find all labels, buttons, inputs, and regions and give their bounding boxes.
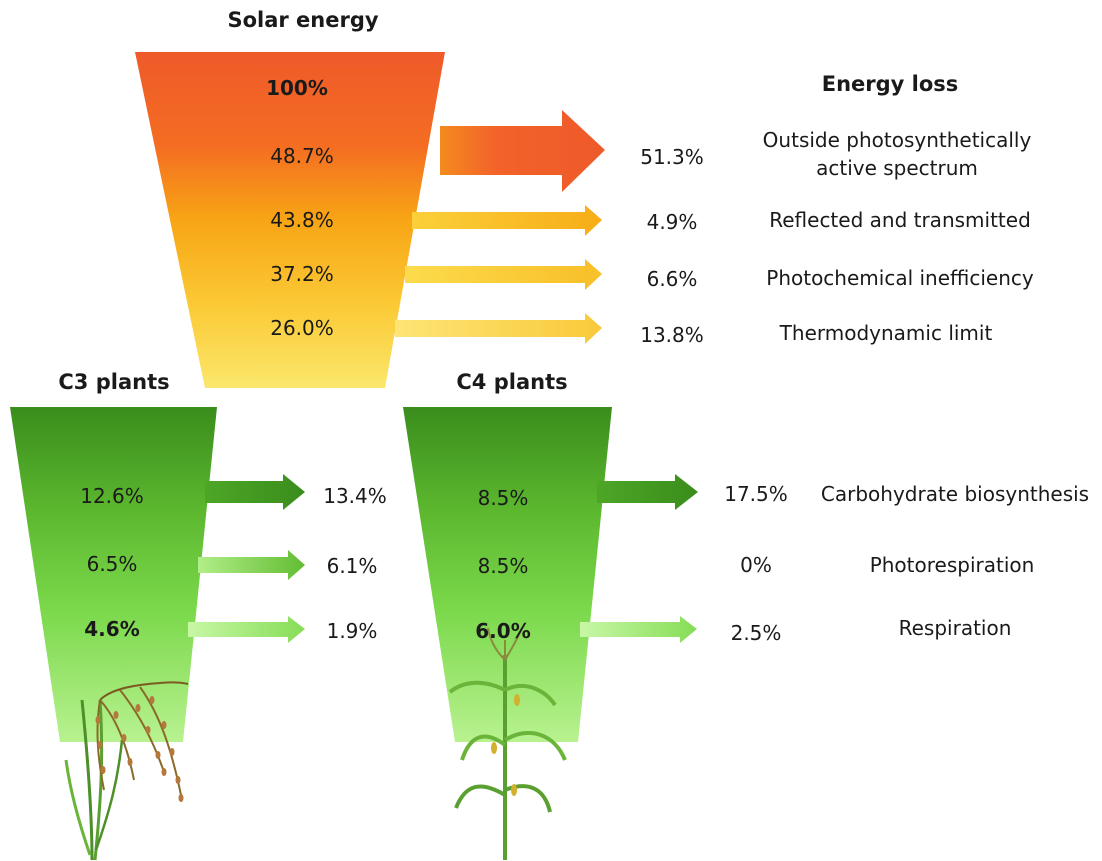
c4-arrow-respiration bbox=[580, 616, 697, 643]
solar-level-4: 37.2% bbox=[270, 262, 334, 286]
c4-plants-title: C4 plants bbox=[456, 370, 568, 394]
solar-level-2: 48.7% bbox=[270, 144, 334, 168]
c4-level-2: 8.5% bbox=[477, 554, 529, 578]
c4-loss-respiration: 2.5% bbox=[730, 621, 782, 645]
c3-loss-respiration: 1.9% bbox=[326, 619, 378, 643]
loss-value-reflected: 4.9% bbox=[646, 210, 698, 234]
c3-funnel bbox=[10, 407, 217, 742]
loss-label-spectrum-line1: Outside photosynthetically bbox=[762, 128, 1032, 152]
c4-loss-carbohydrate: 17.5% bbox=[724, 482, 788, 506]
loss-value-photochemical: 6.6% bbox=[646, 267, 698, 291]
c3-arrow-carbohydrate bbox=[205, 474, 305, 510]
loss-label-spectrum-line2: active spectrum bbox=[816, 156, 978, 180]
c4-funnel bbox=[403, 407, 612, 742]
energy-loss-title: Energy loss bbox=[821, 72, 959, 96]
c3-level-3: 4.6% bbox=[84, 617, 140, 641]
loss-value-spectrum: 51.3% bbox=[640, 145, 704, 169]
loss-label-reflected: Reflected and transmitted bbox=[769, 208, 1031, 232]
rice-plant-illustration bbox=[64, 681, 189, 861]
loss-arrow-photochemical bbox=[405, 259, 602, 290]
loss-label-photochemical: Photochemical inefficiency bbox=[766, 266, 1034, 290]
loss-arrow-thermodynamic bbox=[395, 313, 602, 344]
solar-level-3: 43.8% bbox=[270, 208, 334, 232]
loss-arrow-reflected bbox=[412, 205, 602, 236]
maize-plant-illustration bbox=[448, 627, 567, 860]
c3-plants-title: C3 plants bbox=[58, 370, 170, 394]
loss-value-thermodynamic: 13.8% bbox=[640, 323, 704, 347]
c4-arrow-carbohydrate bbox=[597, 474, 698, 510]
process-label-respiration: Respiration bbox=[898, 616, 1012, 640]
c4-level-1: 8.5% bbox=[477, 486, 529, 510]
loss-label-thermodynamic: Thermodynamic limit bbox=[779, 321, 993, 345]
solar-energy-title: Solar energy bbox=[227, 8, 379, 32]
c3-level-1: 12.6% bbox=[80, 484, 144, 508]
solar-funnel bbox=[135, 52, 445, 388]
c3-loss-photorespiration: 6.1% bbox=[326, 554, 378, 578]
process-label-carbohydrate: Carbohydrate biosynthesis bbox=[820, 482, 1090, 506]
c3-level-2: 6.5% bbox=[86, 552, 138, 576]
loss-arrow-spectrum bbox=[440, 110, 605, 192]
c3-arrow-photorespiration bbox=[198, 550, 305, 580]
c4-loss-photorespiration: 0% bbox=[740, 553, 772, 577]
solar-level-1: 100% bbox=[266, 76, 328, 100]
c3-arrow-respiration bbox=[188, 616, 305, 643]
process-label-photorespiration: Photorespiration bbox=[869, 553, 1035, 577]
c4-level-3: 6.0% bbox=[475, 619, 531, 643]
solar-level-5: 26.0% bbox=[270, 316, 334, 340]
c3-loss-carbohydrate: 13.4% bbox=[323, 484, 387, 508]
